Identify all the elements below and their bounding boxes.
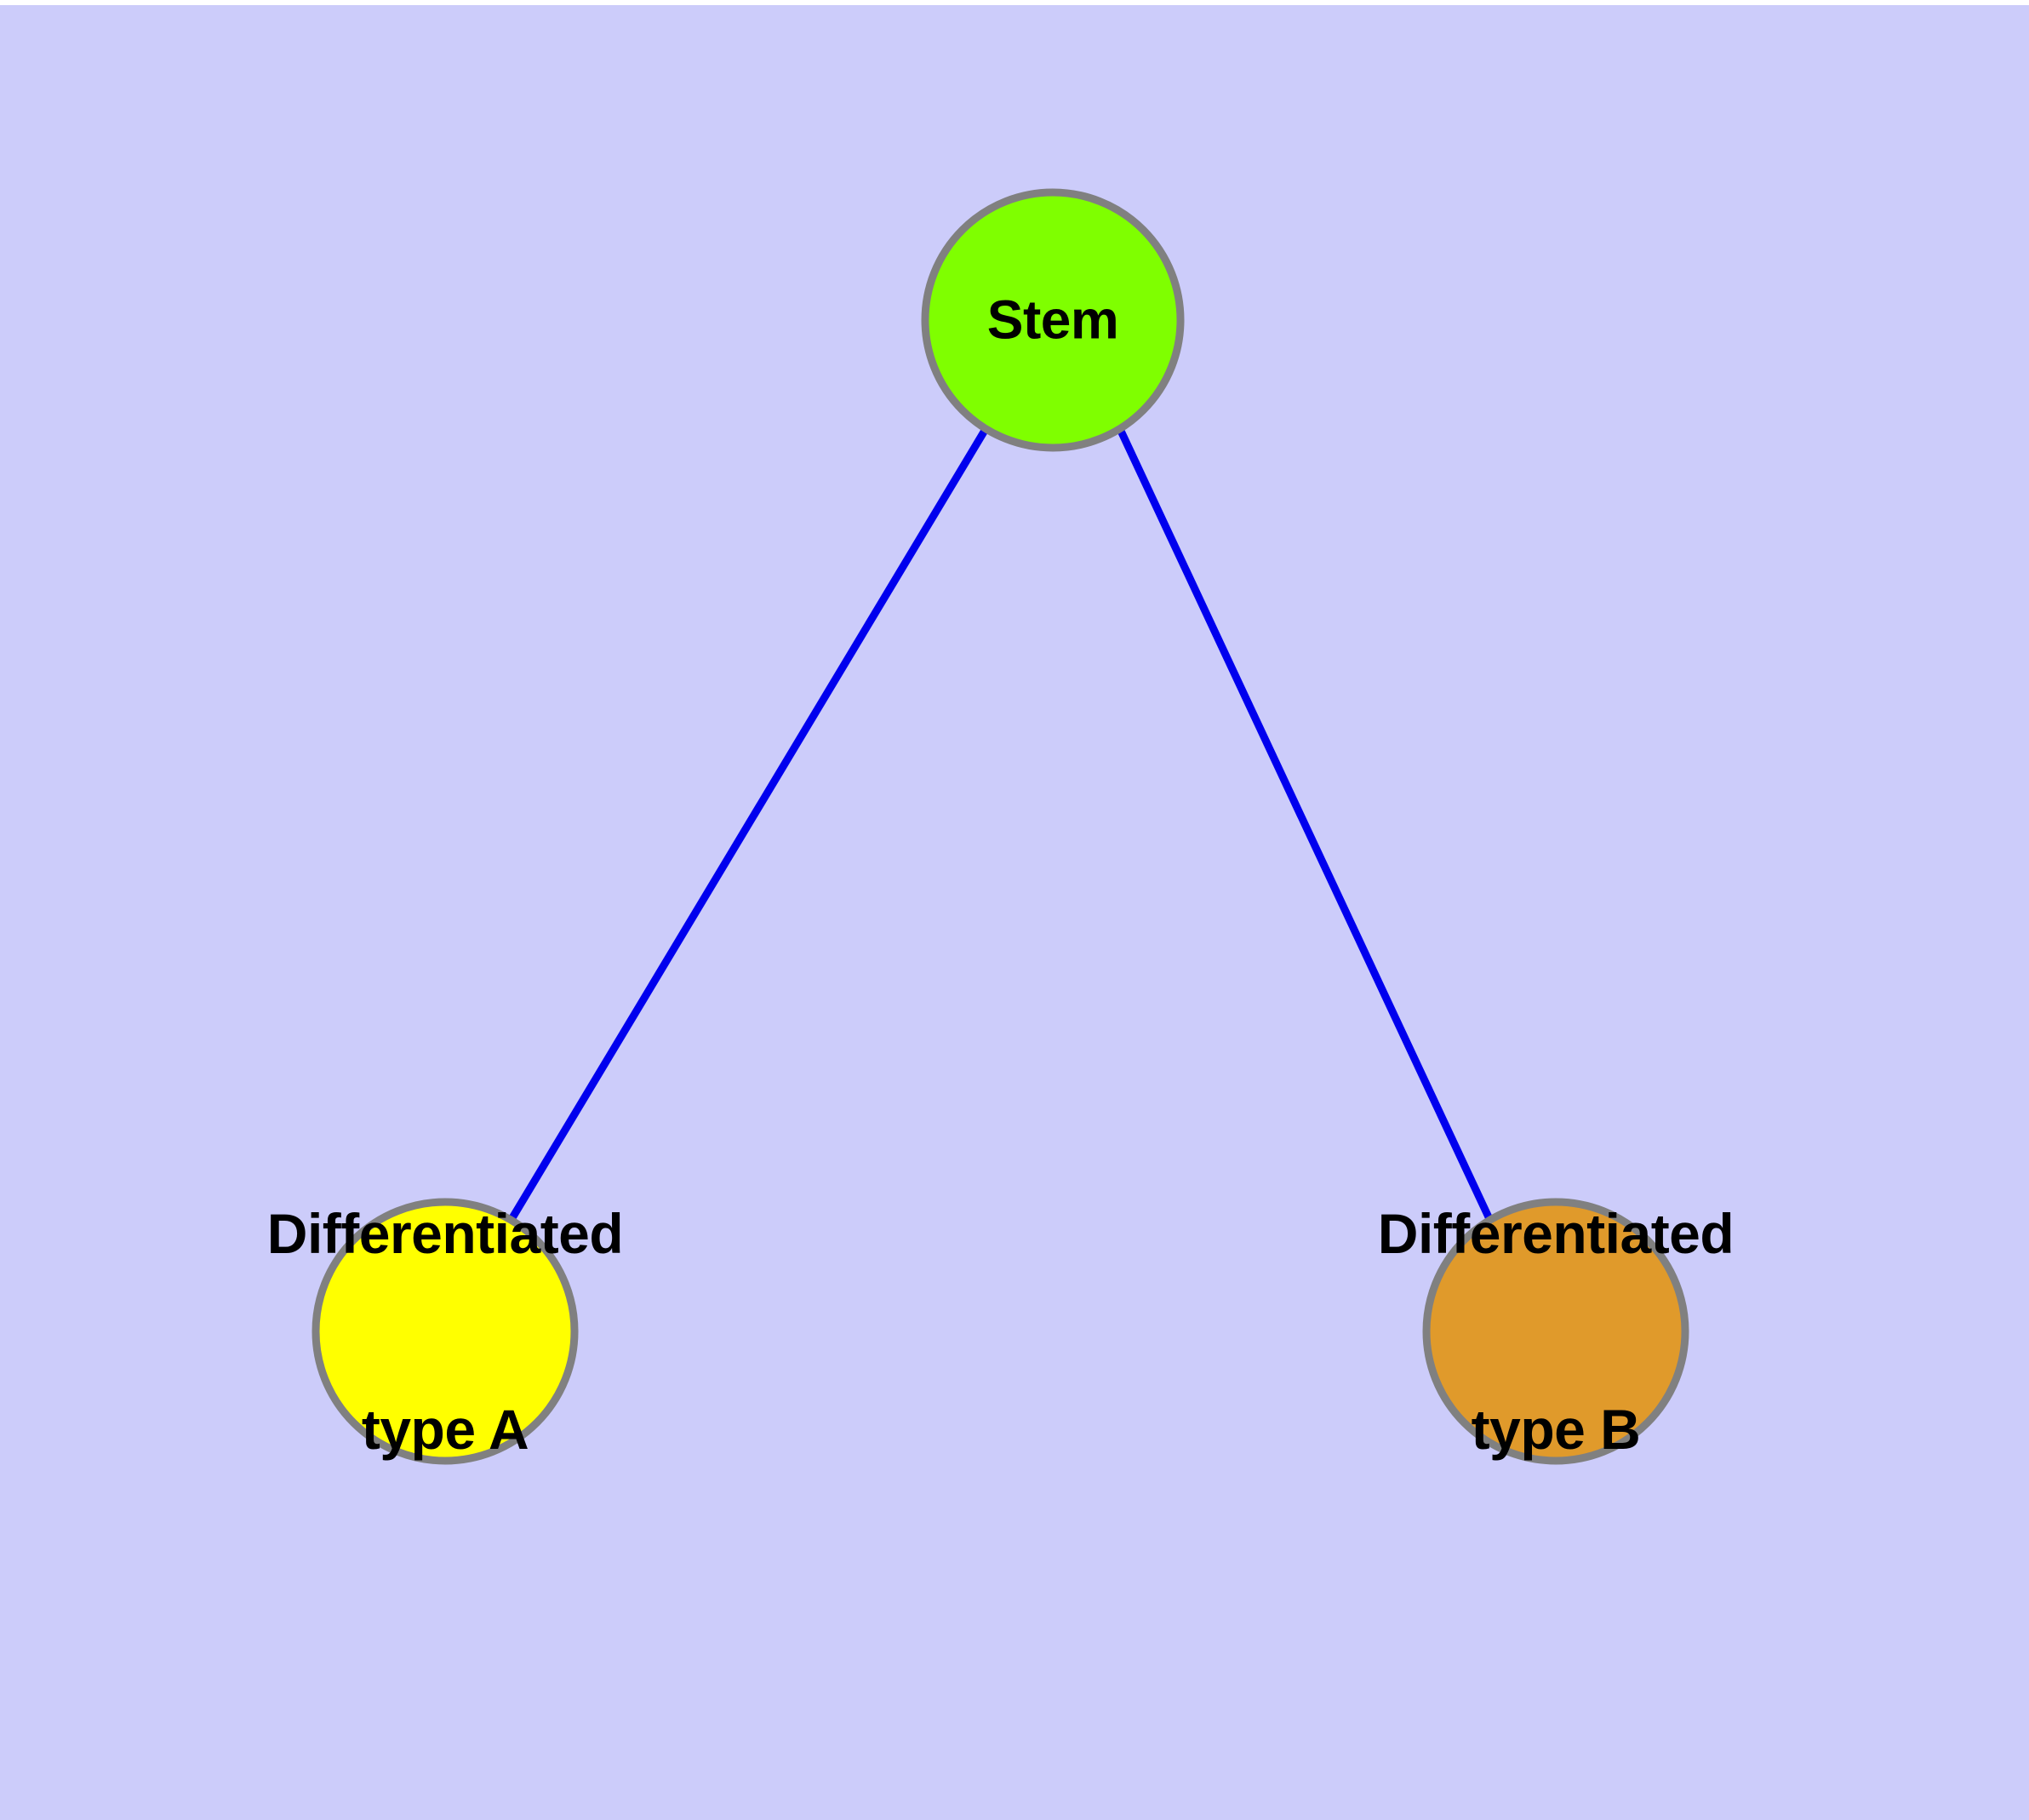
node-layer: [311, 188, 1689, 1465]
edge-layer: [507, 426, 1495, 1223]
node-differentiated-type-a[interactable]: [311, 1198, 579, 1465]
node-stem[interactable]: [921, 188, 1185, 452]
edge-stem-to-type-a[interactable]: [507, 426, 989, 1223]
node-differentiated-type-b[interactable]: [1422, 1198, 1689, 1465]
edge-stem-to-type-b[interactable]: [1116, 427, 1495, 1222]
